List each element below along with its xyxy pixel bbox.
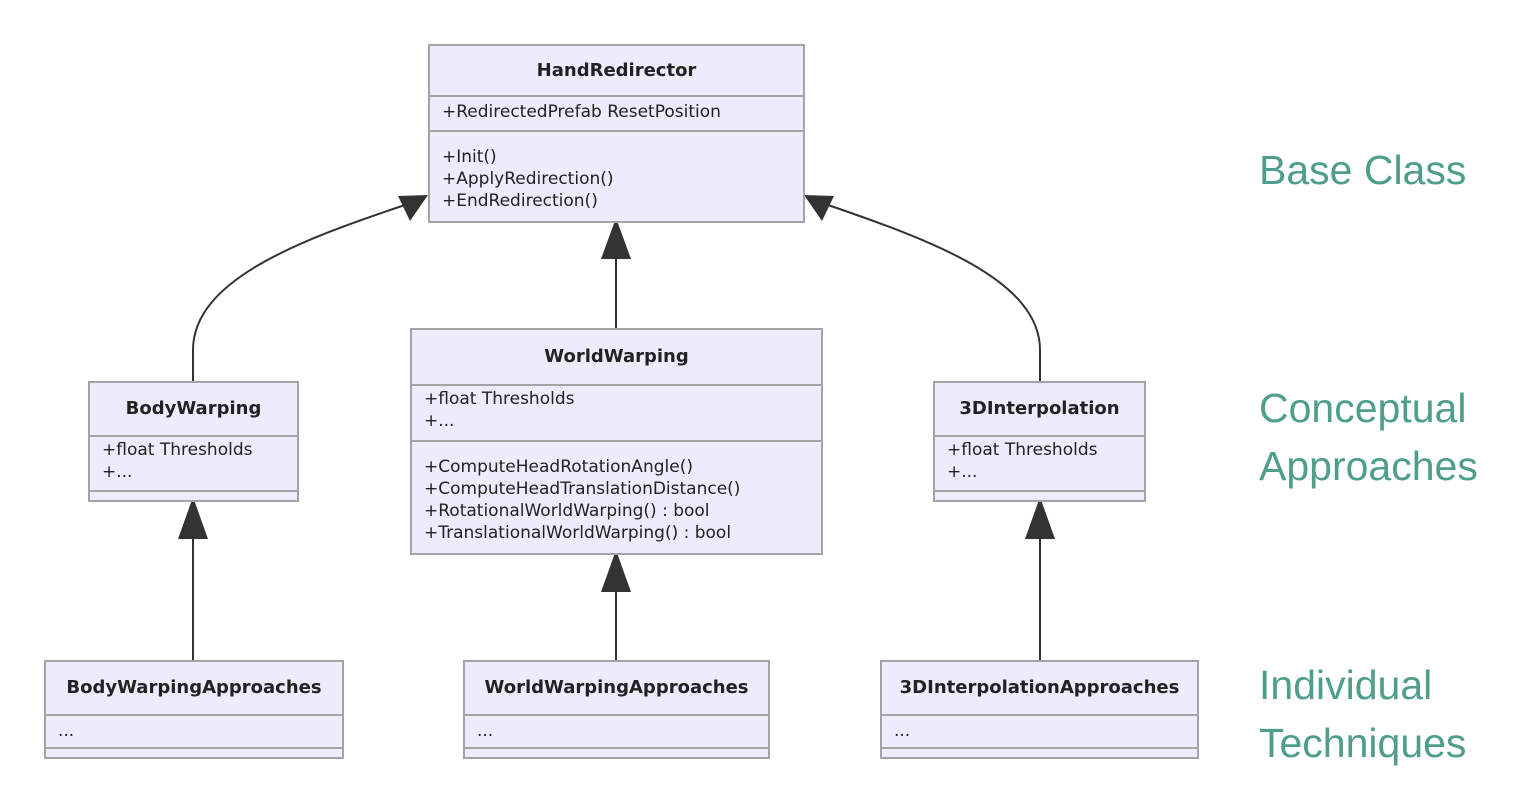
class-name: BodyWarpingApproaches — [66, 677, 322, 698]
class-name: HandRedirector — [536, 59, 697, 81]
attributes-section: +RedirectedPrefab ResetPosition — [430, 95, 803, 130]
attribute: +float Thresholds — [424, 389, 575, 409]
attributes-section: ... — [465, 714, 768, 747]
methods-section: +ComputeHeadRotationAngle()+ComputeHeadT… — [412, 440, 821, 553]
method: +RotationalWorldWarping() : bool — [424, 501, 710, 521]
level-label-conceptual-approaches: Conceptual Approaches — [1259, 379, 1478, 495]
attribute: +... — [102, 462, 133, 482]
methods-section — [935, 490, 1144, 500]
arrowhead-icon — [1025, 497, 1055, 539]
methods-section: +Init()+ApplyRedirection()+EndRedirectio… — [430, 130, 803, 221]
method: +ApplyRedirection() — [442, 169, 614, 189]
edge-3dinterpolation-handredirector — [827, 204, 1041, 381]
arrowhead-icon — [398, 195, 428, 221]
arrowhead-icon — [178, 497, 208, 539]
class-name: WorldWarpingApproaches — [484, 677, 749, 698]
class-box-body-warping-approaches[interactable]: BodyWarpingApproaches... — [44, 660, 344, 759]
class-box-interpolation-3d[interactable]: 3DInterpolation +float Thresholds+... — [933, 381, 1146, 502]
level-label-line: Individual — [1259, 662, 1433, 708]
method: +TranslationalWorldWarping() : bool — [424, 523, 732, 543]
methods-section — [465, 747, 768, 757]
arrowhead-icon — [601, 218, 631, 259]
class-name: WorldWarping — [544, 346, 689, 367]
level-label-base-class: Base Class — [1259, 147, 1467, 193]
class-name: 3DInterpolationApproaches — [899, 677, 1180, 698]
attribute: +... — [947, 462, 978, 482]
class-box-interpolation-3d-approaches[interactable]: 3DInterpolationApproaches... — [880, 660, 1199, 759]
attributes-section: ... — [46, 714, 342, 747]
arrowhead-icon — [601, 550, 631, 592]
methods-section — [90, 490, 297, 500]
methods-section — [882, 747, 1197, 757]
class-box-world-warping-approaches[interactable]: WorldWarpingApproaches... — [463, 660, 770, 759]
attribute: +float Thresholds — [947, 440, 1098, 460]
arrowhead-icon — [804, 195, 834, 221]
method: +ComputeHeadTranslationDistance() — [424, 479, 741, 499]
class-box-hand-redirector[interactable]: HandRedirector +RedirectedPrefab ResetPos… — [428, 44, 805, 223]
class-box-world-warping[interactable]: WorldWarping+float Thresholds+...+Comput… — [410, 328, 823, 555]
attribute: +RedirectedPrefab ResetPosition — [442, 102, 721, 122]
attribute: ... — [477, 721, 494, 741]
methods-section — [46, 747, 342, 757]
attributes-section: +float Thresholds+... — [90, 435, 297, 490]
attributes-section: ... — [882, 714, 1197, 747]
level-label-line: Conceptual — [1259, 385, 1467, 431]
attribute: ... — [58, 721, 75, 741]
class-name: 3DInterpolation — [959, 398, 1120, 419]
method: +EndRedirection() — [442, 191, 598, 211]
attributes-section: +float Thresholds+... — [412, 384, 821, 440]
attribute: +... — [424, 411, 455, 431]
class-box-body-warping[interactable]: BodyWarping +float Thresholds+... — [88, 381, 299, 502]
level-label-line: Approaches — [1259, 443, 1478, 489]
attributes-section: +float Thresholds+... — [935, 435, 1144, 490]
method: +ComputeHeadRotationAngle() — [424, 457, 693, 477]
edge-bodywarping-handredirector — [192, 204, 406, 381]
attribute: ... — [894, 721, 911, 741]
class-name: BodyWarping — [125, 398, 262, 419]
attribute: +float Thresholds — [102, 440, 253, 460]
level-label-individual-techniques: Individual Techniques — [1259, 656, 1466, 772]
level-label-line: Techniques — [1259, 720, 1467, 766]
method: +Init() — [442, 147, 497, 167]
